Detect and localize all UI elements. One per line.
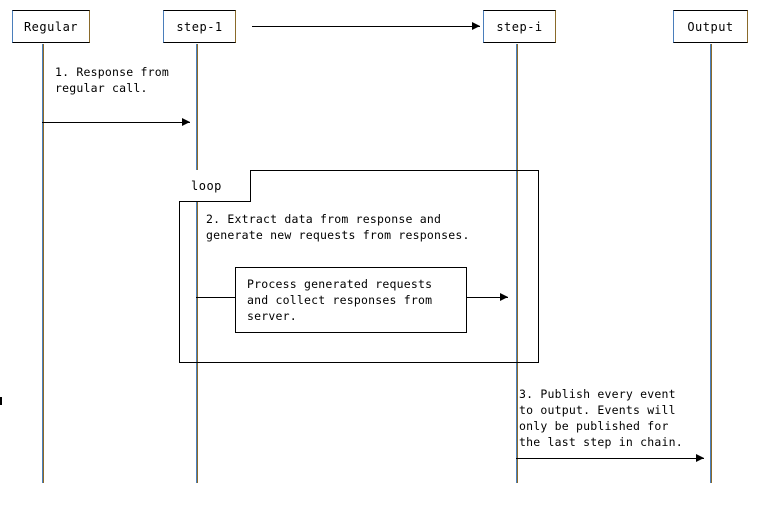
- message-3-label: 3. Publish every event to output. Events…: [519, 387, 683, 449]
- participant-label-step-1: step-1: [176, 19, 223, 34]
- loop-fragment-operator-label: loop: [191, 178, 222, 193]
- message-2-line-left: [196, 297, 235, 298]
- loop-body-text: 2. Extract data from response and genera…: [206, 212, 470, 242]
- message-1-line: [42, 122, 190, 123]
- lifeline-step-1: [196, 44, 198, 483]
- participant-label-step-i: step-i: [496, 19, 543, 34]
- header-chain-arrowhead: [472, 22, 480, 30]
- page-edge-mark: [0, 397, 2, 405]
- participant-label-output: Output: [687, 19, 734, 34]
- participant-label-regular: Regular: [23, 19, 79, 34]
- process-note-box[interactable]: Process generated requests and collect r…: [235, 267, 467, 333]
- message-2-line-right: [467, 297, 508, 298]
- message-1-arrowhead: [182, 118, 190, 126]
- participant-regular[interactable]: Regular: [12, 10, 90, 43]
- message-2-arrowhead: [500, 293, 508, 301]
- loop-fragment: [179, 170, 539, 363]
- process-note-text: Process generated requests and collect r…: [247, 277, 433, 323]
- message-1-label: 1. Response from regular call.: [55, 65, 169, 95]
- lifeline-regular: [42, 44, 44, 483]
- lifeline-output: [710, 44, 712, 483]
- message-3-arrowhead: [696, 454, 704, 462]
- participant-step-1[interactable]: step-1: [163, 10, 236, 43]
- header-chain-arrow-line: [252, 26, 480, 27]
- loop-fragment-tab[interactable]: loop: [179, 170, 251, 202]
- participant-output[interactable]: Output: [673, 10, 748, 43]
- lifeline-step-i: [516, 44, 518, 483]
- message-3-line: [516, 458, 704, 459]
- participant-step-i[interactable]: step-i: [483, 10, 556, 43]
